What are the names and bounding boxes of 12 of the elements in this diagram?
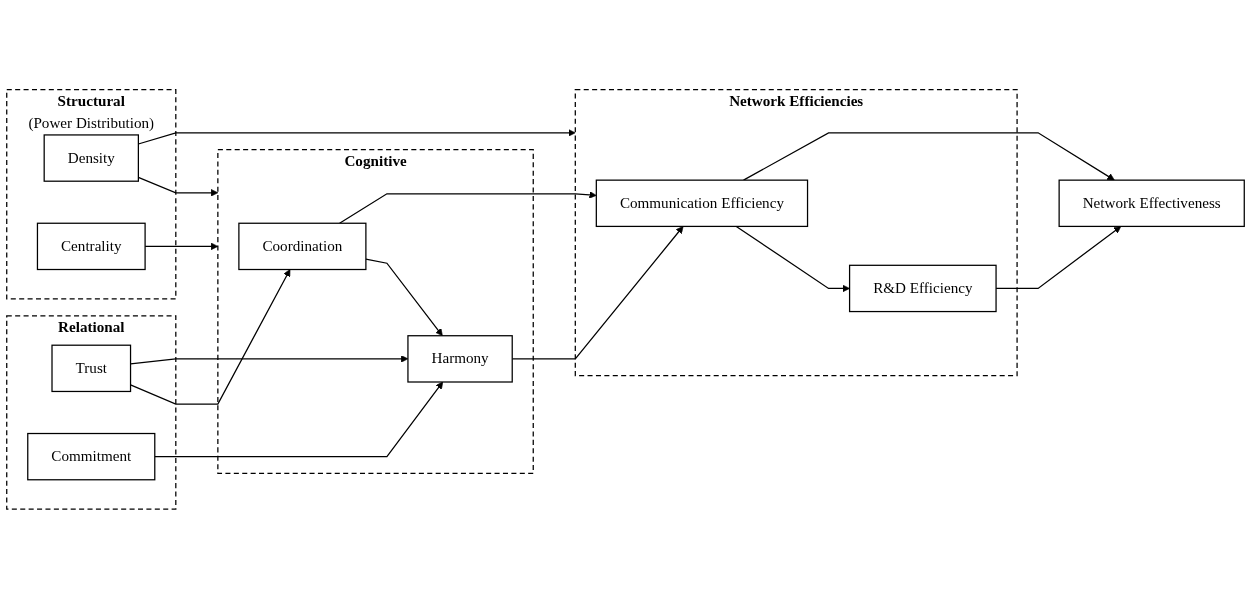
node-box: R&D Efficiency: [848, 264, 997, 312]
node-box: Density: [43, 133, 139, 182]
arrow: [154, 381, 444, 457]
node-box: Commitment: [27, 432, 156, 480]
node-box: Centrality: [36, 222, 146, 270]
node-box: Coordination: [238, 222, 367, 270]
arrow: [735, 225, 850, 292]
node-box: Network Effectiveness: [1058, 179, 1245, 227]
arrow: [365, 257, 443, 336]
node-box: Harmony: [407, 334, 513, 383]
node-box: Communication Efficiency: [595, 179, 809, 227]
node-box: Trust: [51, 344, 132, 392]
